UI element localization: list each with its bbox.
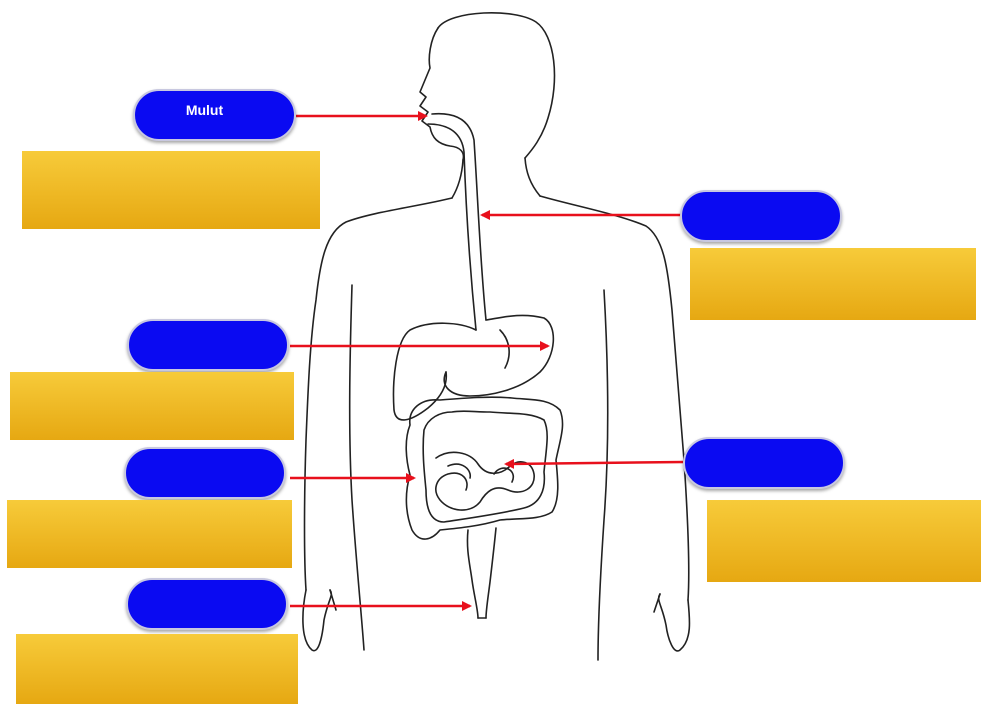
- label-pill-small-intestine[interactable]: [683, 437, 845, 489]
- arrow-right-icon: [290, 116, 684, 606]
- human-body-outline-icon: [303, 13, 690, 660]
- label-pill-rectum[interactable]: [126, 578, 288, 630]
- answer-box-esophagus[interactable]: [690, 248, 976, 320]
- label-text-mouth: Mulut: [186, 102, 223, 118]
- label-pill-stomach[interactable]: [127, 319, 289, 371]
- label-pill-mouth[interactable]: Mulut: [133, 89, 296, 141]
- label-pill-esophagus[interactable]: [680, 190, 842, 242]
- answer-box-mouth[interactable]: [22, 151, 320, 229]
- label-pill-large-intestine[interactable]: [124, 447, 286, 499]
- answer-box-large-intestine[interactable]: [7, 500, 292, 568]
- answer-box-rectum[interactable]: [16, 634, 298, 704]
- answer-box-stomach[interactable]: [10, 372, 294, 440]
- answer-box-small-intestine[interactable]: [707, 500, 981, 582]
